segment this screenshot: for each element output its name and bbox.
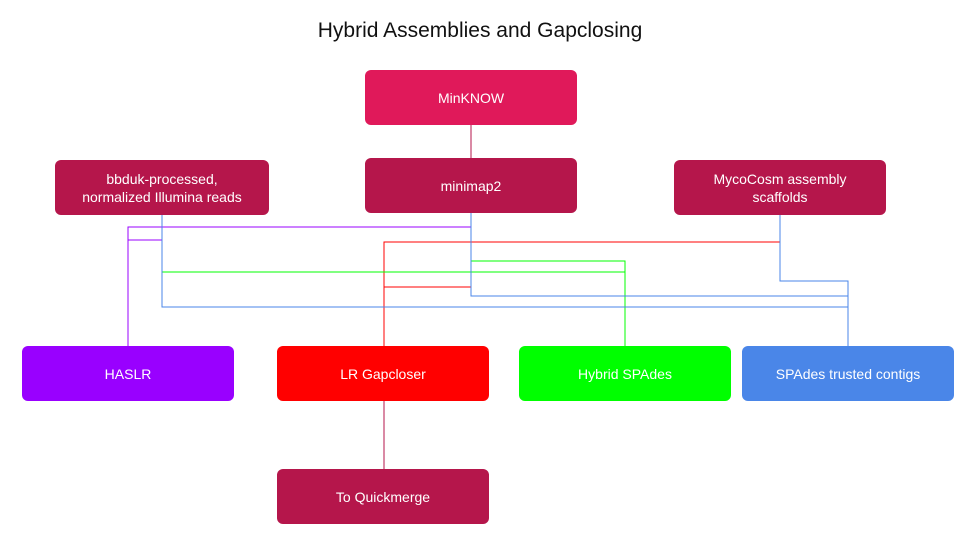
edge-minimap2-lrgapcloser — [383, 213, 472, 346]
edge-minimap2-haslr — [127, 213, 472, 346]
edge-mycocosm-lrgapcloser — [383, 215, 781, 346]
edge-illumina-spadestrusted — [161, 215, 848, 308]
node-to-quickmerge: To Quickmerge — [277, 469, 489, 524]
node-illumina-reads: bbduk-processed, normalized Illumina rea… — [55, 160, 269, 215]
node-minimap2: minimap2 — [365, 158, 577, 213]
edge-minimap2-spadestrusted — [470, 213, 849, 346]
node-mycocosm-scaffolds: MycoCosm assembly scaffolds — [674, 160, 886, 215]
edge-illumina-hybridspades — [161, 215, 625, 273]
node-hybrid-spades: Hybrid SPAdes — [519, 346, 731, 401]
node-lr-gapcloser: LR Gapcloser — [277, 346, 489, 401]
node-minknow: MinKNOW — [365, 70, 577, 125]
edge-mycocosm-spadestrusted — [779, 215, 849, 346]
node-haslr: HASLR — [22, 346, 234, 401]
node-spades-trusted-contigs: SPAdes trusted contigs — [742, 346, 954, 401]
diagram-title: Hybrid Assemblies and Gapclosing — [317, 19, 643, 42]
edge-minimap2-hybridspades — [470, 213, 626, 346]
